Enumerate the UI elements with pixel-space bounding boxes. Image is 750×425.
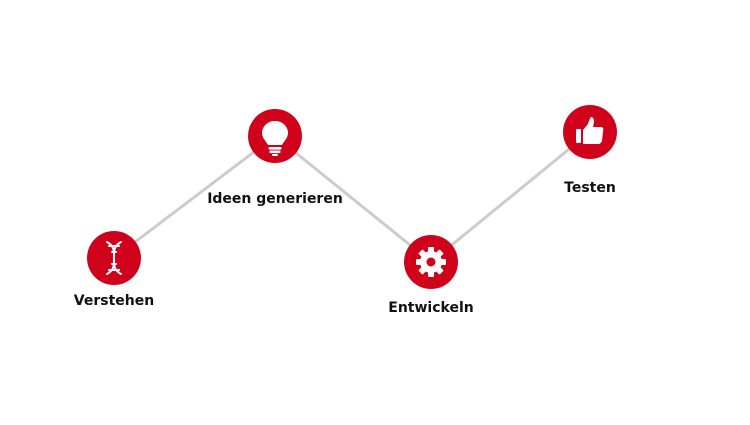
dna-icon xyxy=(106,241,122,275)
step-label-verstehen: Verstehen xyxy=(73,293,155,309)
connector-line xyxy=(430,130,591,264)
step-node-ideen-generieren xyxy=(248,109,302,163)
connector-line xyxy=(274,134,432,264)
step-node-verstehen xyxy=(87,231,141,285)
step-node-entwickeln xyxy=(404,235,458,289)
thumbs-up-icon xyxy=(576,117,604,144)
gear-icon xyxy=(416,247,446,277)
step-label-testen: Testen xyxy=(564,180,616,196)
connector-line xyxy=(113,134,276,260)
step-label-ideen-generieren: Ideen generieren xyxy=(207,191,343,207)
step-label-entwickeln: Entwickeln xyxy=(388,300,474,316)
lightbulb-icon xyxy=(262,121,288,156)
step-node-testen xyxy=(563,105,617,159)
